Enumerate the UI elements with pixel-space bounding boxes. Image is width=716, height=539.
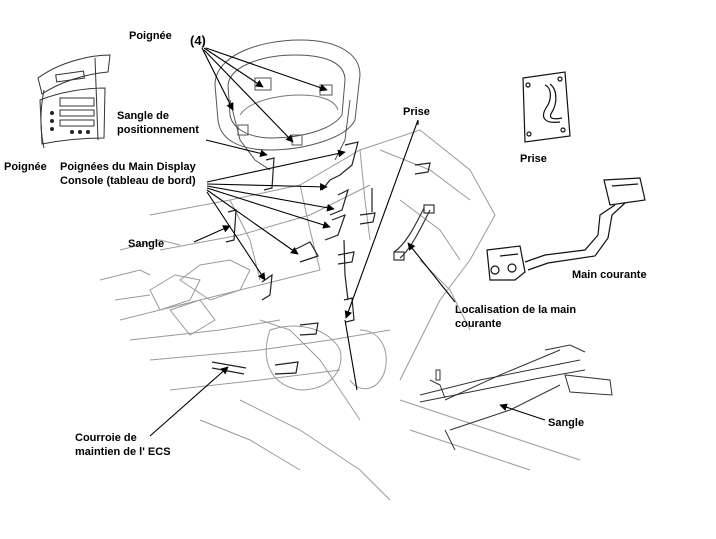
label-poignee-top: Poignée (129, 30, 172, 42)
prise-leader-extension (344, 120, 419, 391)
label-prise-center: Prise (403, 106, 430, 118)
handrail-in-situ (393, 204, 435, 261)
label-localisation-line1: Localisation de la main (455, 304, 577, 316)
label-sangle-left: Sangle (128, 238, 165, 250)
console-dots (50, 111, 90, 134)
hatch-ring (214, 39, 361, 171)
label-poignee-left: Poignée (4, 161, 47, 173)
label-main-courante: Main courante (572, 269, 647, 281)
label-courroie-line1: Courroie de (75, 432, 137, 444)
leader-lines (149, 47, 546, 437)
label-prise-right: Prise (520, 153, 547, 165)
label-poignees-mdc-line1: Poignées du Main Display (60, 161, 196, 173)
label-courroie-line2: maintien de l' ECS (75, 446, 171, 458)
handrail-assembly (486, 177, 646, 281)
label-count-four: (4) (190, 33, 206, 48)
label-poignees-mdc-line2: Console (tableau de bord) (60, 175, 196, 187)
prise-plate (522, 71, 571, 143)
label-sangle-bottom: Sangle (548, 417, 585, 429)
strap-assembly (419, 344, 613, 451)
label-sangle-positionnement-line1: Sangle de (117, 110, 169, 122)
label-localisation-line2: courante (455, 318, 502, 330)
console-panel (37, 54, 111, 149)
label-sangle-positionnement-line2: positionnement (117, 124, 199, 136)
